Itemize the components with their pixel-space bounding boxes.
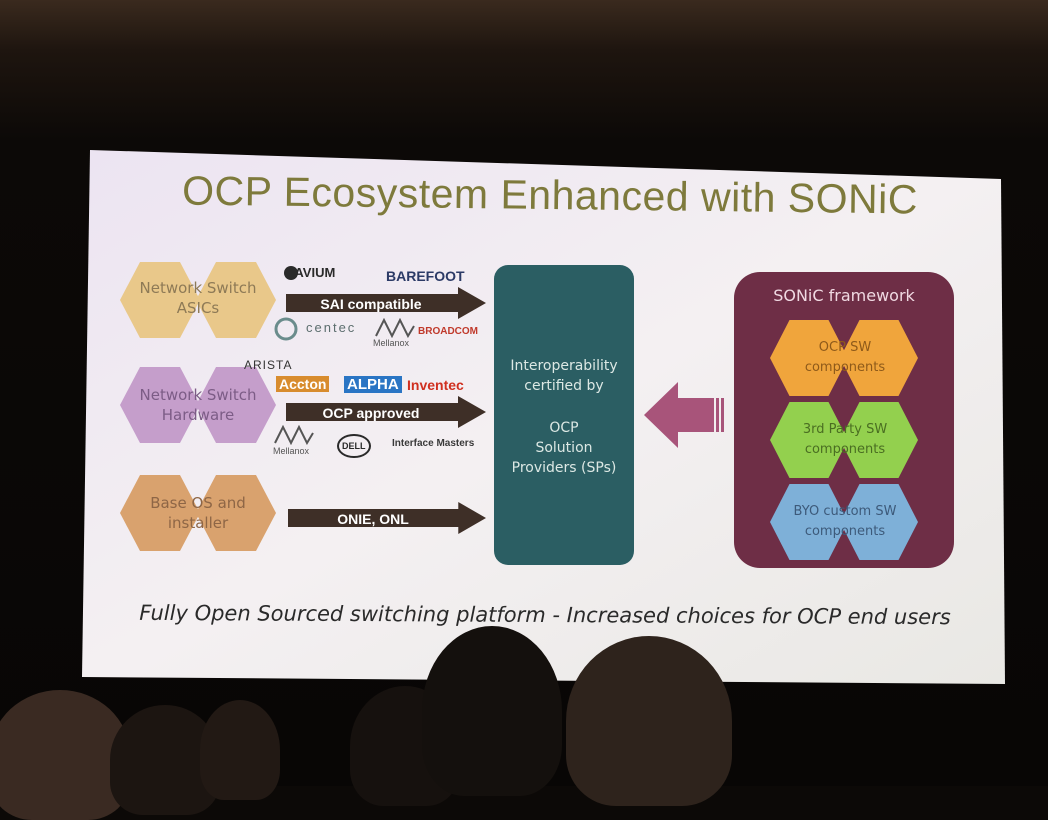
audience-head-3 bbox=[200, 700, 280, 800]
cavium-logo: CAVIUM bbox=[285, 265, 336, 280]
mellanox-logo-1: Mellanox bbox=[373, 338, 410, 348]
cavium-icon bbox=[284, 266, 298, 280]
slide-caption: Fully Open Sourced switching platform - … bbox=[139, 600, 951, 630]
box-line-3: OCP bbox=[549, 420, 579, 436]
centec-logo: centec bbox=[306, 320, 357, 335]
hardware-label: Network Switch Hardware bbox=[139, 386, 257, 424]
audience-head-6 bbox=[566, 636, 732, 806]
byo-label: BYO custom SW components bbox=[793, 504, 897, 539]
barefoot-logo: BAREFOOT bbox=[386, 268, 465, 284]
alpha-logo: ALPHA bbox=[344, 376, 402, 393]
onie-arrow-label: ONIE, ONL bbox=[337, 511, 409, 527]
centec-icon bbox=[274, 317, 298, 341]
sai-arrow-label: SAI compatible bbox=[320, 296, 422, 312]
third-party-label: 3rd Party SW components bbox=[802, 422, 888, 457]
mellanox-icon-1 bbox=[375, 318, 415, 338]
audience-head-5 bbox=[422, 626, 562, 796]
inventec-logo: Inventec bbox=[407, 377, 464, 393]
broadcom-logo: BROADCOM bbox=[418, 326, 478, 337]
baseos-label: Base OS and installer bbox=[150, 494, 246, 532]
interface-masters-logo: Interface Masters bbox=[392, 438, 475, 449]
mellanox-logo-2: Mellanox bbox=[273, 446, 310, 456]
interoperability-box bbox=[494, 265, 634, 565]
box-line-2: certified by bbox=[524, 378, 604, 394]
box-line-4: Solution bbox=[535, 440, 593, 456]
dell-logo: DELL bbox=[337, 434, 371, 458]
framework-to-box-arrow bbox=[644, 382, 724, 448]
ocp-approved-arrow-label: OCP approved bbox=[322, 405, 420, 421]
box-line-1: Interoperability bbox=[510, 358, 618, 374]
arista-logo: ARISTA bbox=[244, 358, 293, 372]
asics-label: Network Switch ASICs bbox=[139, 279, 257, 317]
ocp-sw-label: OCP SW components bbox=[804, 340, 886, 375]
accton-logo: Accton bbox=[276, 376, 330, 392]
mellanox-icon-2 bbox=[274, 425, 314, 445]
box-line-5: Providers (SPs) bbox=[511, 460, 617, 476]
sonic-framework-title: SONiC framework bbox=[773, 286, 915, 305]
